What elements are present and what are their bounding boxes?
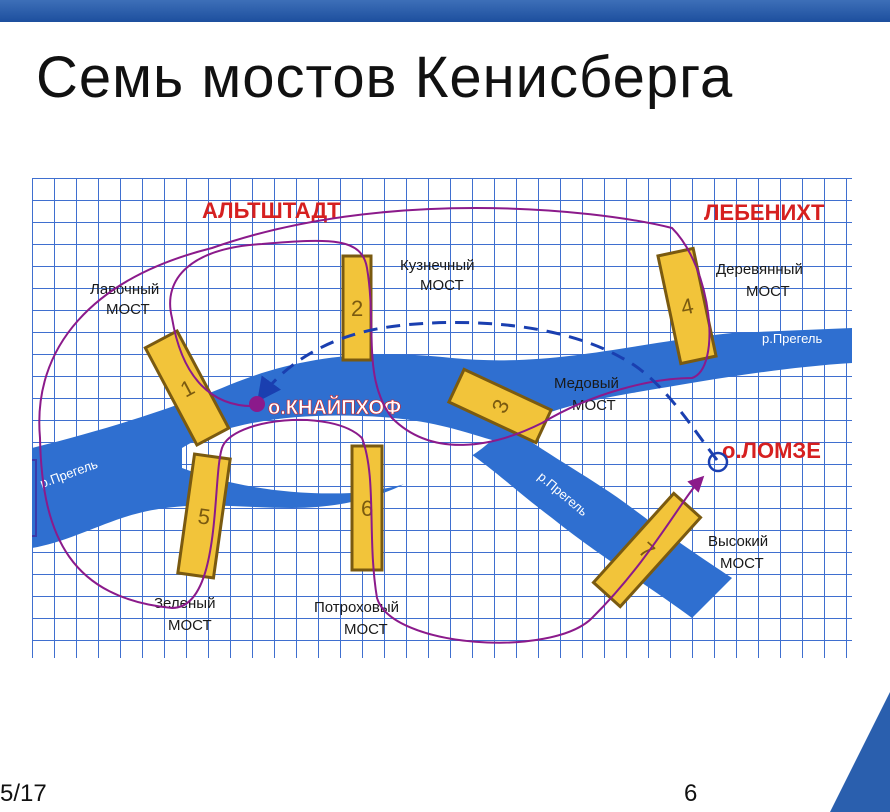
side-bracket [32,459,37,537]
bridge-7: 7 [591,491,703,609]
bridge-label-line1: Высокий [708,533,768,550]
bridge-1: 1 [143,328,231,448]
corner-decoration [830,692,890,812]
bridge-label-line1: Медовый [554,375,619,392]
walk-route [38,207,711,644]
bridge-4: 4 [656,246,718,366]
bridge-number: 5 [196,503,212,529]
bridge-number: 2 [351,296,363,321]
bridge-2-label: Кузнечный МОСТ [400,257,475,294]
bridge-7-label: Высокий МОСТ [708,533,768,572]
bridge-label-line1: Деревянный [716,261,803,278]
bridge-4-label: Деревянный МОСТ [716,261,803,300]
bridge-label-line2: МОСТ [106,301,150,318]
bridge-3-label: Медовый МОСТ [554,375,619,414]
bridge-label-line1: Кузнечный [400,257,475,274]
dashed-route [257,320,719,461]
region-altstadt: АЛЬТШТАДТ [202,198,341,223]
slide-date: 5/17 [0,780,47,807]
bridge-label-line2: МОСТ [720,555,764,572]
region-kneiphof: о.КНАЙПХОФ [268,395,401,419]
region-lomse: о.ЛОМЗЕ [722,438,821,463]
region-lebenicht: ЛЕБЕНИХТ [704,200,825,225]
bridge-label-line2: МОСТ [420,277,464,294]
bridge-6: 6 [350,444,384,572]
bridge-label-line2: МОСТ [572,397,616,414]
konigsberg-map: 1 2 3 4 5 6 7 АЛЬТШТАДТ ЛЕБЕНИХТ о.КНАЙП… [32,178,852,658]
bridge-label-line2: МОСТ [344,621,388,638]
bridge-label-line2: МОСТ [168,617,212,634]
bridge-number: 4 [679,293,696,320]
page-number: 6 [684,780,698,807]
bridge-6-label: Потроховый МОСТ [314,599,399,638]
slide-title: Семь мостов Кенисберга [36,45,734,110]
lomse-point [707,451,729,473]
bridge-3: 3 [446,367,554,445]
top-bar [0,0,890,22]
river-label-top-right: р.Прегель [762,331,822,346]
start-point [249,396,265,412]
bridge-label-line1: Потроховый [314,599,399,616]
bridge-label-line2: МОСТ [746,283,790,300]
